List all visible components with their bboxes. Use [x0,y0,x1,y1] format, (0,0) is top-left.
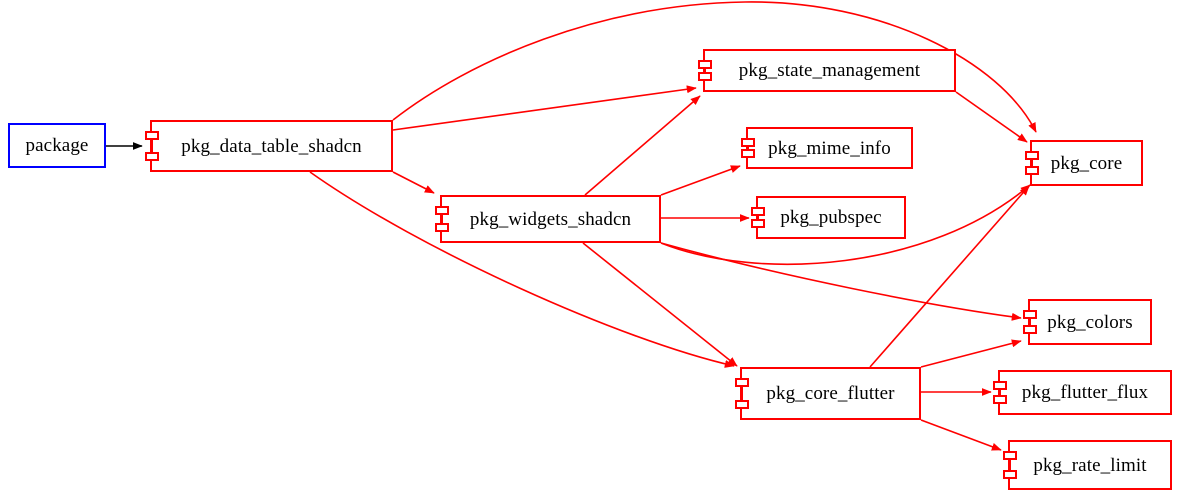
graph-node-pkg-core[interactable]: pkg_core [1025,140,1143,186]
component-port-top-icon [735,378,749,387]
component-port-bottom-icon [435,223,449,232]
node-label: pkg_state_management [738,60,921,81]
graph-edge [660,184,1031,265]
node-label: pkg_pubspec [780,207,882,228]
graph-node-pkg-pubspec[interactable]: pkg_pubspec [751,196,906,239]
component-port-top-icon [1025,151,1039,160]
graph-node-pkg-mime-info[interactable]: pkg_mime_info [741,127,913,169]
component-port-top-icon [435,206,449,215]
graph-edge [309,171,735,368]
component-port-spine [1009,455,1011,475]
component-port-bottom-icon [735,400,749,409]
component-port-spine [747,142,749,154]
graph-edge [392,85,697,131]
graph-edge [955,91,1028,143]
component-port-bottom-icon [698,72,712,81]
component-port-spine [441,210,443,228]
node-label: pkg_widgets_shadcn [469,208,632,230]
component-port-spine [999,385,1001,400]
component-port-bottom-icon [1025,166,1039,175]
graph-node-package[interactable]: package [8,123,106,168]
graph-node-pkg-flutter-flux[interactable]: pkg_flutter_flux [993,370,1172,415]
component-port-bottom-icon [751,219,765,228]
component-port-spine [704,64,706,77]
component-port-top-icon [145,131,159,140]
component-port-top-icon [1023,310,1037,319]
graph-edge [660,242,1022,321]
component-port-top-icon [698,60,712,69]
component-port-bottom-icon [1003,470,1017,479]
component-port-top-icon [993,381,1007,390]
graph-edge [920,419,1002,451]
graph-edge [582,242,738,367]
component-port-spine [151,135,153,157]
node-label: pkg_colors [1047,311,1133,333]
graph-edge [920,339,1022,368]
graph-edge [584,95,701,196]
component-port-bottom-icon [1023,325,1037,334]
graph-node-pkg-state-management[interactable]: pkg_state_management [698,49,956,92]
node-label: pkg_core [1050,152,1123,174]
node-label: pkg_data_table_shadcn [181,135,362,157]
component-port-spine [1029,314,1031,330]
component-port-spine [1031,155,1033,171]
component-port-bottom-icon [145,152,159,161]
component-port-spine [741,382,743,405]
graph-edge [392,1,1037,133]
node-label: pkg_rate_limit [1033,454,1147,476]
component-port-bottom-icon [741,149,755,158]
component-port-top-icon [741,138,755,147]
graph-node-pkg-core-flutter[interactable]: pkg_core_flutter [735,367,921,420]
component-port-top-icon [751,207,765,216]
component-port-bottom-icon [993,395,1007,404]
graph-edge [660,165,741,196]
graph-node-pkg-colors[interactable]: pkg_colors [1023,299,1152,345]
node-label: pkg_core_flutter [766,383,895,404]
graph-node-pkg-data-table-shadcn[interactable]: pkg_data_table_shadcn [145,120,393,172]
graph-edge [392,171,435,194]
graph-node-pkg-rate-limit[interactable]: pkg_rate_limit [1003,440,1172,490]
node-label: pkg_mime_info [768,137,891,159]
graph-node-pkg-widgets-shadcn[interactable]: pkg_widgets_shadcn [435,195,661,243]
node-label: pkg_flutter_flux [1021,382,1149,403]
node-label: package [25,135,89,156]
component-port-spine [757,211,759,224]
graph-edge [869,185,1030,368]
component-port-top-icon [1003,451,1017,460]
